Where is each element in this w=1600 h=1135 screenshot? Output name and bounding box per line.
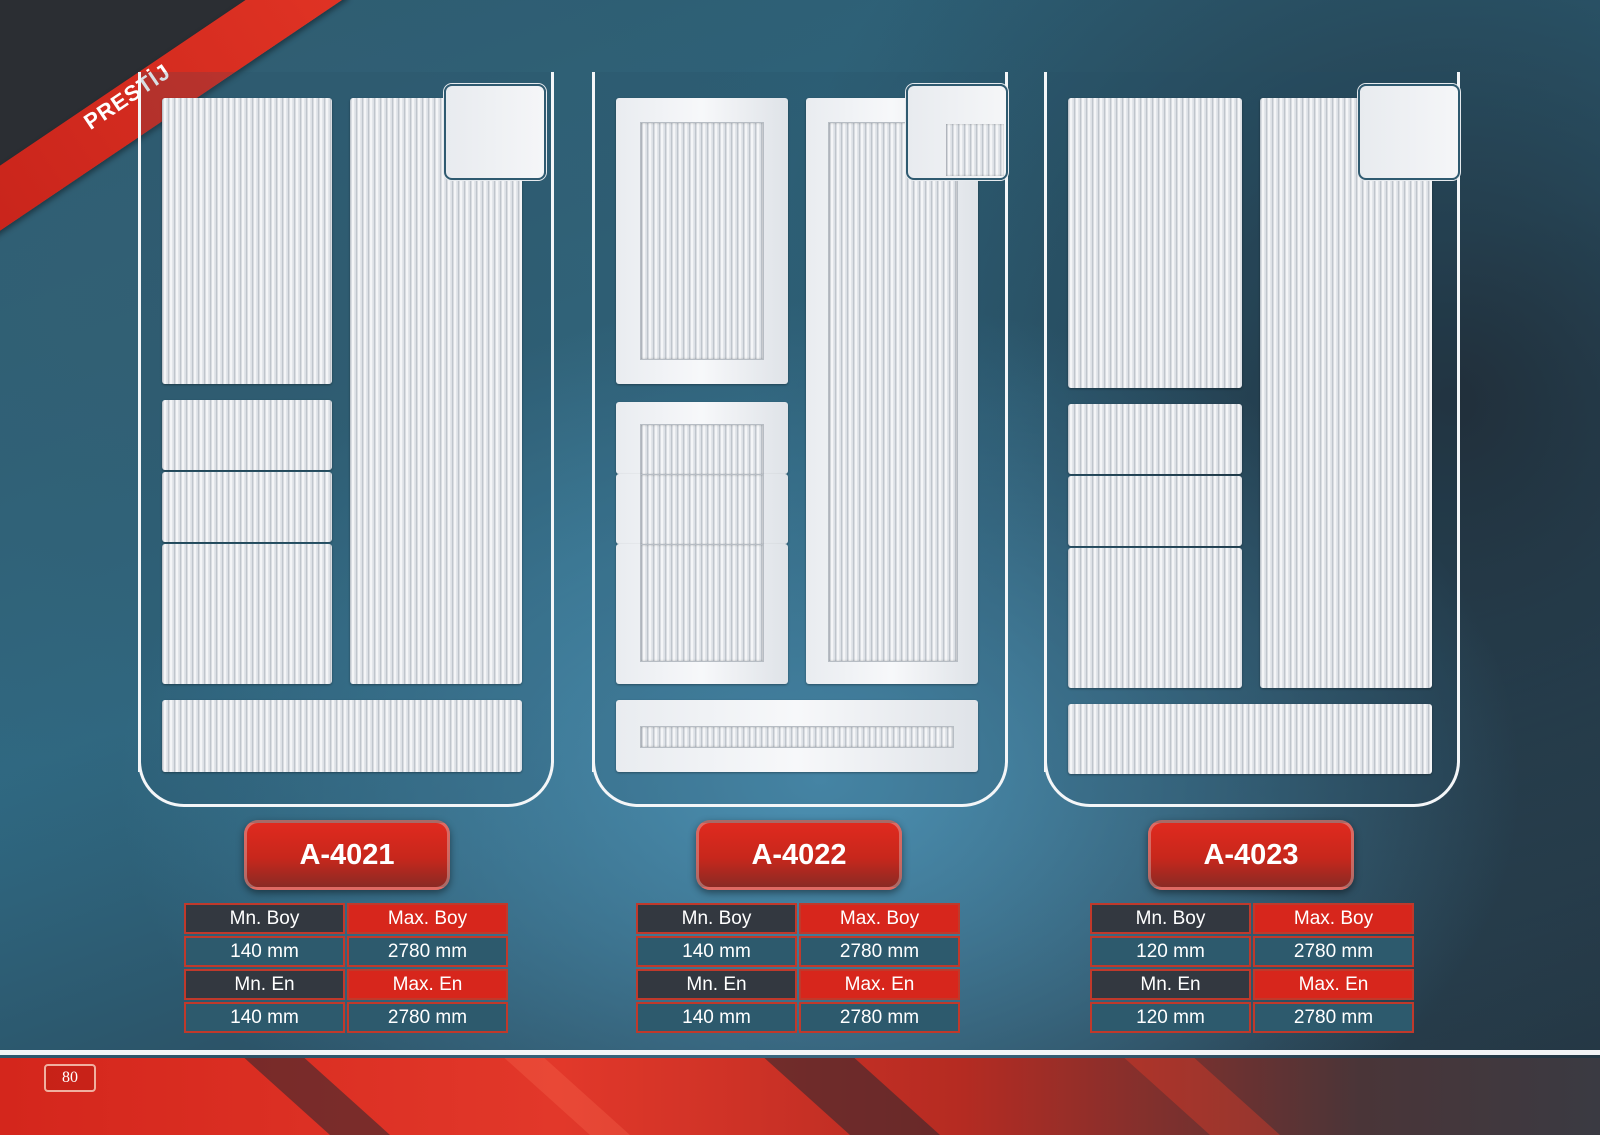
model-code-label: A-4023 <box>1148 820 1354 890</box>
door-card-a4021 <box>138 72 554 812</box>
door-illustration <box>616 98 980 786</box>
door-card-a4022 <box>592 72 1008 812</box>
min-height-label: Mn. Boy <box>184 903 345 934</box>
model-code-label: A-4022 <box>696 820 902 890</box>
min-height-value: 140 mm <box>184 936 345 967</box>
spec-header-row: Mn. En Max. En <box>636 969 960 1000</box>
min-height-value: 120 mm <box>1090 936 1251 967</box>
profile-detail-tab <box>1358 84 1460 180</box>
footer-band <box>0 1058 1600 1135</box>
max-height-value: 2780 mm <box>799 936 960 967</box>
footer-stripe <box>222 1058 438 1135</box>
panel-inset <box>640 122 764 360</box>
door-panel <box>1068 98 1242 388</box>
door-panel <box>616 98 788 384</box>
max-height-value: 2780 mm <box>347 936 508 967</box>
max-width-value: 2780 mm <box>347 1002 508 1033</box>
door-illustration <box>162 98 526 786</box>
spec-header-row: Mn. Boy Max. Boy <box>1090 903 1414 934</box>
spec-value-row: 140 mm 2780 mm <box>636 936 960 967</box>
spec-table-a4021: Mn. Boy Max. Boy 140 mm 2780 mm Mn. En M… <box>184 903 508 1035</box>
min-width-value: 120 mm <box>1090 1002 1251 1033</box>
spec-value-row: 140 mm 2780 mm <box>184 936 508 967</box>
spec-header-row: Mn. Boy Max. Boy <box>636 903 960 934</box>
door-panel <box>616 544 788 684</box>
panel-inset <box>640 424 764 476</box>
min-height-label: Mn. Boy <box>636 903 797 934</box>
door-panel <box>1068 548 1242 688</box>
door-panel <box>616 474 788 546</box>
panel-inset <box>828 122 958 662</box>
min-width-label: Mn. En <box>636 969 797 1000</box>
door-panel <box>1260 98 1432 688</box>
door-panel <box>162 472 332 542</box>
profile-detail-tab <box>444 84 546 180</box>
spec-header-row: Mn. En Max. En <box>1090 969 1414 1000</box>
max-width-label: Max. En <box>347 969 508 1000</box>
spec-value-row: 140 mm 2780 mm <box>184 1002 508 1033</box>
door-panel <box>350 98 522 684</box>
model-code-label: A-4021 <box>244 820 450 890</box>
door-panel <box>806 98 978 684</box>
min-width-label: Mn. En <box>1090 969 1251 1000</box>
max-height-value: 2780 mm <box>1253 936 1414 967</box>
max-height-label: Max. Boy <box>347 903 508 934</box>
spec-table-a4022: Mn. Boy Max. Boy 140 mm 2780 mm Mn. En M… <box>636 903 960 1035</box>
min-height-label: Mn. Boy <box>1090 903 1251 934</box>
door-panel <box>162 700 522 772</box>
spec-value-row: 120 mm 2780 mm <box>1090 1002 1414 1033</box>
spec-header-row: Mn. Boy Max. Boy <box>184 903 508 934</box>
door-panel <box>1068 476 1242 546</box>
min-height-value: 140 mm <box>636 936 797 967</box>
max-width-value: 2780 mm <box>799 1002 960 1033</box>
max-width-value: 2780 mm <box>1253 1002 1414 1033</box>
door-panel <box>616 700 978 772</box>
max-height-label: Max. Boy <box>1253 903 1414 934</box>
max-width-label: Max. En <box>1253 969 1414 1000</box>
door-panel <box>162 400 332 470</box>
max-height-label: Max. Boy <box>799 903 960 934</box>
door-panel <box>1068 704 1432 774</box>
door-illustration <box>1068 98 1432 786</box>
panel-inset <box>640 474 764 546</box>
footer-stripe <box>1102 1058 1328 1135</box>
min-width-label: Mn. En <box>184 969 345 1000</box>
page-number: 80 <box>44 1064 96 1092</box>
spec-value-row: 120 mm 2780 mm <box>1090 936 1414 967</box>
footer-divider <box>0 1050 1600 1055</box>
min-width-value: 140 mm <box>636 1002 797 1033</box>
spec-value-row: 140 mm 2780 mm <box>636 1002 960 1033</box>
spec-table-a4023: Mn. Boy Max. Boy 120 mm 2780 mm Mn. En M… <box>1090 903 1414 1035</box>
panel-inset <box>640 726 954 748</box>
max-width-label: Max. En <box>799 969 960 1000</box>
spec-header-row: Mn. En Max. En <box>184 969 508 1000</box>
door-panel <box>162 98 332 384</box>
door-panel <box>616 402 788 476</box>
tab-groove-detail <box>946 124 1004 176</box>
min-width-value: 140 mm <box>184 1002 345 1033</box>
footer-stripe <box>742 1058 988 1135</box>
door-panel <box>162 544 332 684</box>
panel-inset <box>640 544 764 662</box>
profile-detail-tab <box>906 84 1008 180</box>
footer-stripe <box>482 1058 678 1135</box>
door-card-a4023 <box>1044 72 1460 812</box>
door-panel <box>1068 404 1242 474</box>
